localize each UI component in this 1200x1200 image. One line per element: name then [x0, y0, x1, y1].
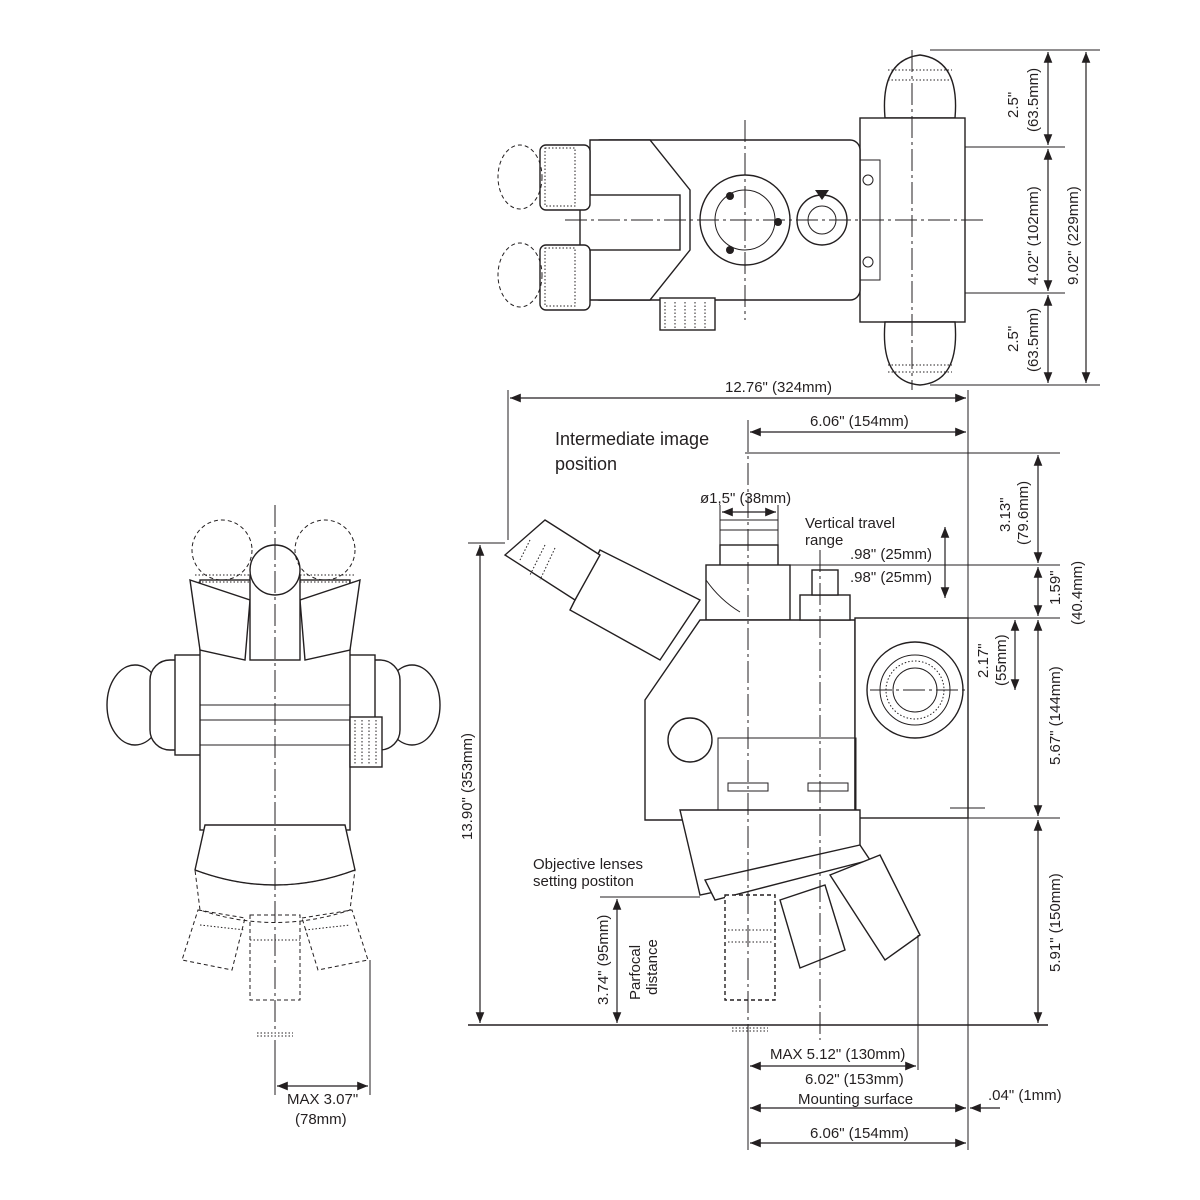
dim-parfocal: 3.74" (95mm) [595, 915, 612, 1005]
objective-setting-line1: Objective lenses [533, 856, 643, 873]
side-view-dimensions: 12.76" (324mm) 6.06" (154mm) Intermediat… [459, 379, 1086, 1150]
dim-body-height: 5.67" (144mm) [1047, 666, 1064, 765]
dim-lower-height: 5.91" (150mm) [1047, 873, 1064, 972]
front-view-dimensions: MAX 3.07" (78mm) [274, 960, 371, 1128]
dim-reach: 6.02" (153mm) [805, 1071, 904, 1088]
parfocal-label-line1: Parfocal [627, 945, 644, 1000]
dim-travel-down: .98" (25mm) [850, 569, 932, 586]
front-view-drawing [106, 505, 441, 1037]
side-view-drawing [468, 430, 1048, 1040]
dim-bottom-knob-line2: (63.5mm) [1025, 308, 1042, 372]
dim-total-depth: 9.02" (229mm) [1065, 186, 1082, 285]
dim-image-height-line2: (79.6mm) [1015, 481, 1032, 545]
dim-max-front-line1: MAX 3.07" [287, 1091, 358, 1108]
dim-bottom-knob-line1: 2.5" [1005, 326, 1022, 352]
mounting-surface-label: Mounting surface [798, 1091, 913, 1108]
dim-diameter: ø1,5" (38mm) [700, 490, 791, 507]
dim-bottom-offset: 6.06" (154mm) [810, 1125, 909, 1142]
top-view-dimensions: 2.5" (63.5mm) 4.02" (102mm) 2.5" (63.5mm… [930, 49, 1100, 386]
dim-image-height-line1: 3.13" [997, 497, 1014, 532]
objective-setting-line2: setting postiton [533, 873, 634, 890]
dim-top-knob-line2: (63.5mm) [1025, 68, 1042, 132]
dim-knob-offset-line1: 2.17" [975, 643, 992, 678]
dim-top-knob-line1: 2.5" [1005, 92, 1022, 118]
vertical-travel-line1: range [805, 532, 843, 549]
dim-head-height-line2: (40.4mm) [1069, 561, 1086, 625]
parfocal-label-line2: distance [644, 939, 661, 995]
intermediate-image-line1: Intermediate image [555, 429, 709, 449]
dim-head-height-line1: 1.59" [1047, 570, 1064, 605]
dim-knob-offset-line2: (55mm) [993, 634, 1010, 686]
top-view-drawing [497, 50, 985, 390]
dim-overall-width: 12.76" (324mm) [725, 379, 832, 396]
dim-travel-up: .98" (25mm) [850, 546, 932, 563]
intermediate-image-line2: position [555, 454, 617, 474]
vertical-travel-line1: Vertical travel [805, 515, 895, 532]
dim-mount-gap: .04" (1mm) [988, 1087, 1062, 1104]
dim-total-height: 13.90" (353mm) [459, 733, 476, 840]
dim-max-front-line2: (78mm) [295, 1111, 347, 1128]
dim-max-reach: MAX 5.12" (130mm) [770, 1046, 905, 1063]
dim-body-width: 4.02" (102mm) [1025, 186, 1042, 285]
dim-top-offset: 6.06" (154mm) [810, 413, 909, 430]
